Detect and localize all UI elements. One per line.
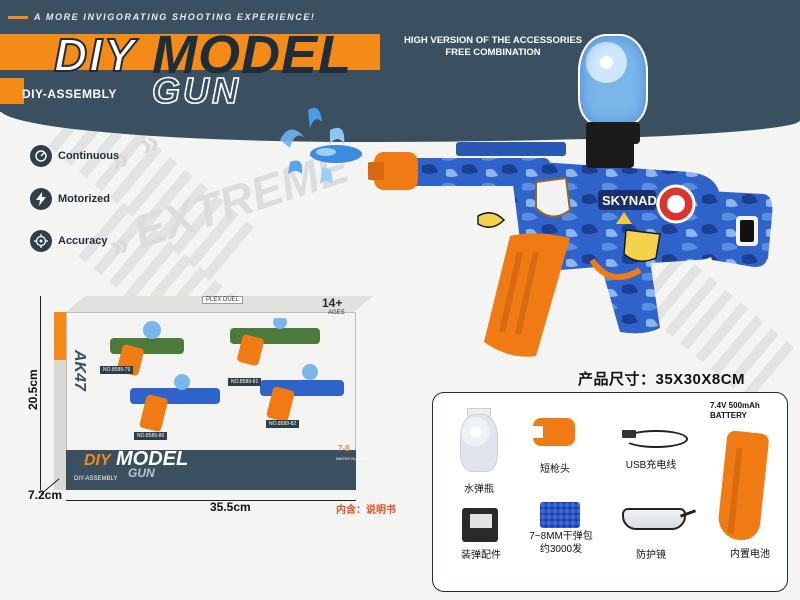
- lightning-icon: [30, 188, 52, 210]
- logo-gun: GUN: [151, 69, 241, 112]
- header-wave: [0, 82, 800, 142]
- header-slogan-line1: HIGH VERSION OF THE ACCESSORIES: [403, 35, 583, 46]
- box-model-tag: NO.8589-79: [100, 366, 134, 374]
- box-header-tag: PLEX DUEL: [202, 296, 244, 304]
- included-manual-note: 内含：说明书: [336, 505, 396, 516]
- box-logo-diy: DIY: [84, 452, 111, 469]
- muzzle-notch: [533, 426, 543, 438]
- tagline: A MORE INVIGORATING SHOOTING EXPERIENCE!: [34, 12, 316, 22]
- tagline-dash: [8, 16, 28, 19]
- box-logo-model: MODEL: [116, 448, 189, 470]
- box-age-sub: AGES: [328, 310, 345, 316]
- box-footer-band: [66, 450, 356, 490]
- water-bottle-icon: [460, 414, 498, 472]
- accessory-label-gel-pack: 7~8MM干弹包 约3000发: [528, 530, 594, 556]
- logo-diy: DIY: [53, 28, 137, 82]
- feature-label: Motorized: [58, 193, 110, 205]
- dimension-line-height: [40, 296, 41, 490]
- hopper-mount: [586, 122, 640, 144]
- box-model-tag: NO.8589-81: [228, 378, 262, 386]
- dimension-height: 20.5cm: [26, 369, 40, 410]
- header-slogan: HIGH VERSION OF THE ACCESSORIES FREE COM…: [398, 35, 588, 59]
- accessory-label-goggles: 防护镜: [636, 550, 666, 561]
- box-age-badge: 14+: [322, 296, 343, 310]
- box-logo-gun: GUN: [128, 466, 155, 480]
- gel-ball-hopper: [578, 34, 648, 126]
- box-side-band: [54, 312, 66, 360]
- box-bullet-sub: WATER BULLET: [336, 456, 367, 461]
- dimension-width: 35.5cm: [210, 500, 251, 514]
- accessory-label-muzzle: 短枪头: [540, 464, 570, 475]
- feature-accuracy: Accuracy: [30, 230, 108, 252]
- box-diy-assembly: DIY-ASSEMBLY: [74, 476, 118, 482]
- feature-label: Continuous: [58, 150, 120, 162]
- battery-spec-line2: BATTERY: [710, 411, 747, 420]
- product-size-spec: 产品尺寸：35X30X8CM: [578, 371, 746, 388]
- diy-assembly-label: DIY-ASSEMBLY: [22, 87, 117, 101]
- header-slogan-line2: FREE COMBINATION: [445, 47, 541, 58]
- box-bullet-size: 7-8: [338, 444, 350, 453]
- gel-pack-line1: 7~8MM干弹包: [529, 531, 593, 542]
- gel-ball-pack-icon: [540, 502, 580, 528]
- feature-continuous: Continuous: [30, 145, 119, 167]
- gun-patch-text: SKYNAD: [602, 193, 657, 208]
- orange-accent: [0, 78, 24, 104]
- accessory-label-loader: 装弹配件: [461, 550, 501, 561]
- water-splash-illustration: [280, 107, 362, 184]
- battery-spec-line1: 7.4V 500mAh: [710, 401, 760, 410]
- box-model-tag: NO.8589-80: [134, 432, 168, 440]
- crosshair-icon: [30, 230, 52, 252]
- dimension-depth: 7.2cm: [28, 488, 63, 502]
- logo-orange-bar: [0, 34, 380, 70]
- dimension-line-width: [66, 500, 356, 501]
- box-model-tag: NO.8589-82: [266, 420, 300, 428]
- accessory-label-bottle: 水弹瓶: [464, 484, 494, 495]
- usb-cable-icon: [624, 430, 688, 448]
- box-gun-images: [110, 318, 344, 432]
- loader-top: [470, 514, 492, 528]
- battery-spec: 7.4V 500mAh BATTERY: [710, 401, 760, 421]
- accessory-label-usb: USB充电线: [625, 460, 677, 471]
- gel-pack-line2: 约3000发: [539, 544, 583, 555]
- accessory-label-battery: 内置电池: [730, 549, 770, 560]
- box-side-text: AK47: [71, 350, 88, 391]
- feature-label: Accuracy: [58, 235, 108, 247]
- speedometer-icon: [30, 145, 52, 167]
- usb-plug: [622, 430, 636, 438]
- gel-blaster-gun-image: SKYNAD: [368, 138, 773, 357]
- feature-motorized: Motorized: [30, 188, 110, 210]
- safety-goggles-icon: [622, 508, 686, 530]
- logo-model: MODEL: [152, 25, 352, 85]
